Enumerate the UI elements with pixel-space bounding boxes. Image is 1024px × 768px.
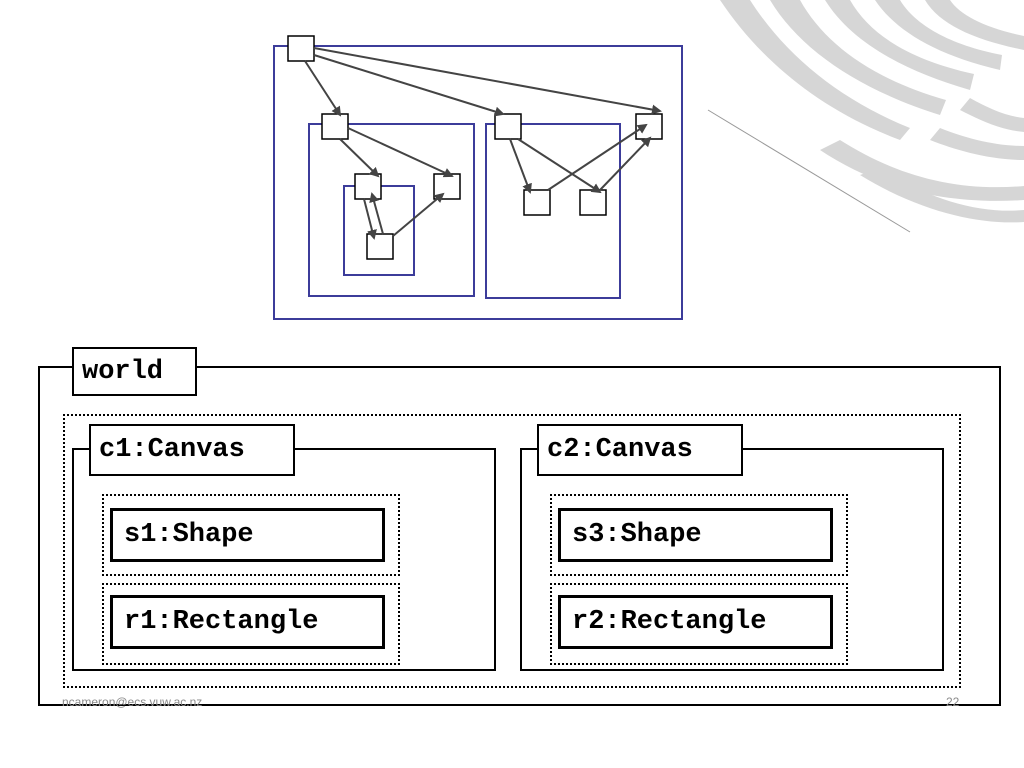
context-c2: [485, 123, 621, 299]
node-r2: [579, 189, 607, 216]
canvas-2-label: c2:Canvas: [537, 424, 743, 476]
canvas-1-label: c1:Canvas: [89, 424, 295, 476]
canvas-1-shape-1: s1:Shape: [110, 508, 385, 562]
context-c1: [308, 123, 475, 297]
canvas-1-shape-slot-1: [102, 494, 400, 576]
footer-page-number: 22: [946, 695, 960, 709]
world-contents: [63, 414, 961, 688]
canvas-2-shape-slot-1: [550, 494, 848, 576]
canvas-2-shape-2: r2:Rectangle: [558, 595, 833, 649]
world-label: world: [72, 347, 197, 396]
arrow-c1-r1: [347, 127, 454, 178]
ownership-diagram: [273, 35, 683, 320]
canvas-2-shape-1: s3:Shape: [558, 508, 833, 562]
canvas-1-shape-2: r1:Rectangle: [110, 595, 385, 649]
node-s1: [354, 173, 382, 200]
node-r1: [433, 173, 461, 200]
arrow-c2-r2: [517, 138, 602, 194]
context-world: [273, 45, 683, 320]
arrow-world-extra: [313, 47, 662, 115]
node-s3: [523, 189, 551, 216]
node-extra: [635, 113, 663, 140]
arrow-world-c1: [304, 60, 342, 117]
arrow-inner-r1: [392, 192, 445, 237]
arrow-world-c2: [313, 54, 505, 117]
arrow-s1-inner: [363, 198, 377, 240]
node-s1-inner: [366, 233, 394, 260]
arrow-c2-s3: [509, 138, 532, 194]
canvas-2-shape-slot-2: [550, 583, 848, 665]
decorative-swirl-graphic: [707, 0, 1024, 233]
node-c1: [321, 113, 349, 140]
node-c2: [494, 113, 522, 140]
arrow-s3-extra: [547, 123, 648, 191]
canvas-1-shape-slot-2: [102, 583, 400, 665]
world-frame: [38, 366, 1001, 706]
arrow-r2-extra: [599, 136, 652, 191]
arrow-inner-s1: [369, 192, 384, 235]
node-world: [287, 35, 315, 62]
arrow-c1-s1: [339, 138, 380, 178]
footer-email: ncameron@ecs.vuw.ac.nz: [62, 695, 203, 709]
